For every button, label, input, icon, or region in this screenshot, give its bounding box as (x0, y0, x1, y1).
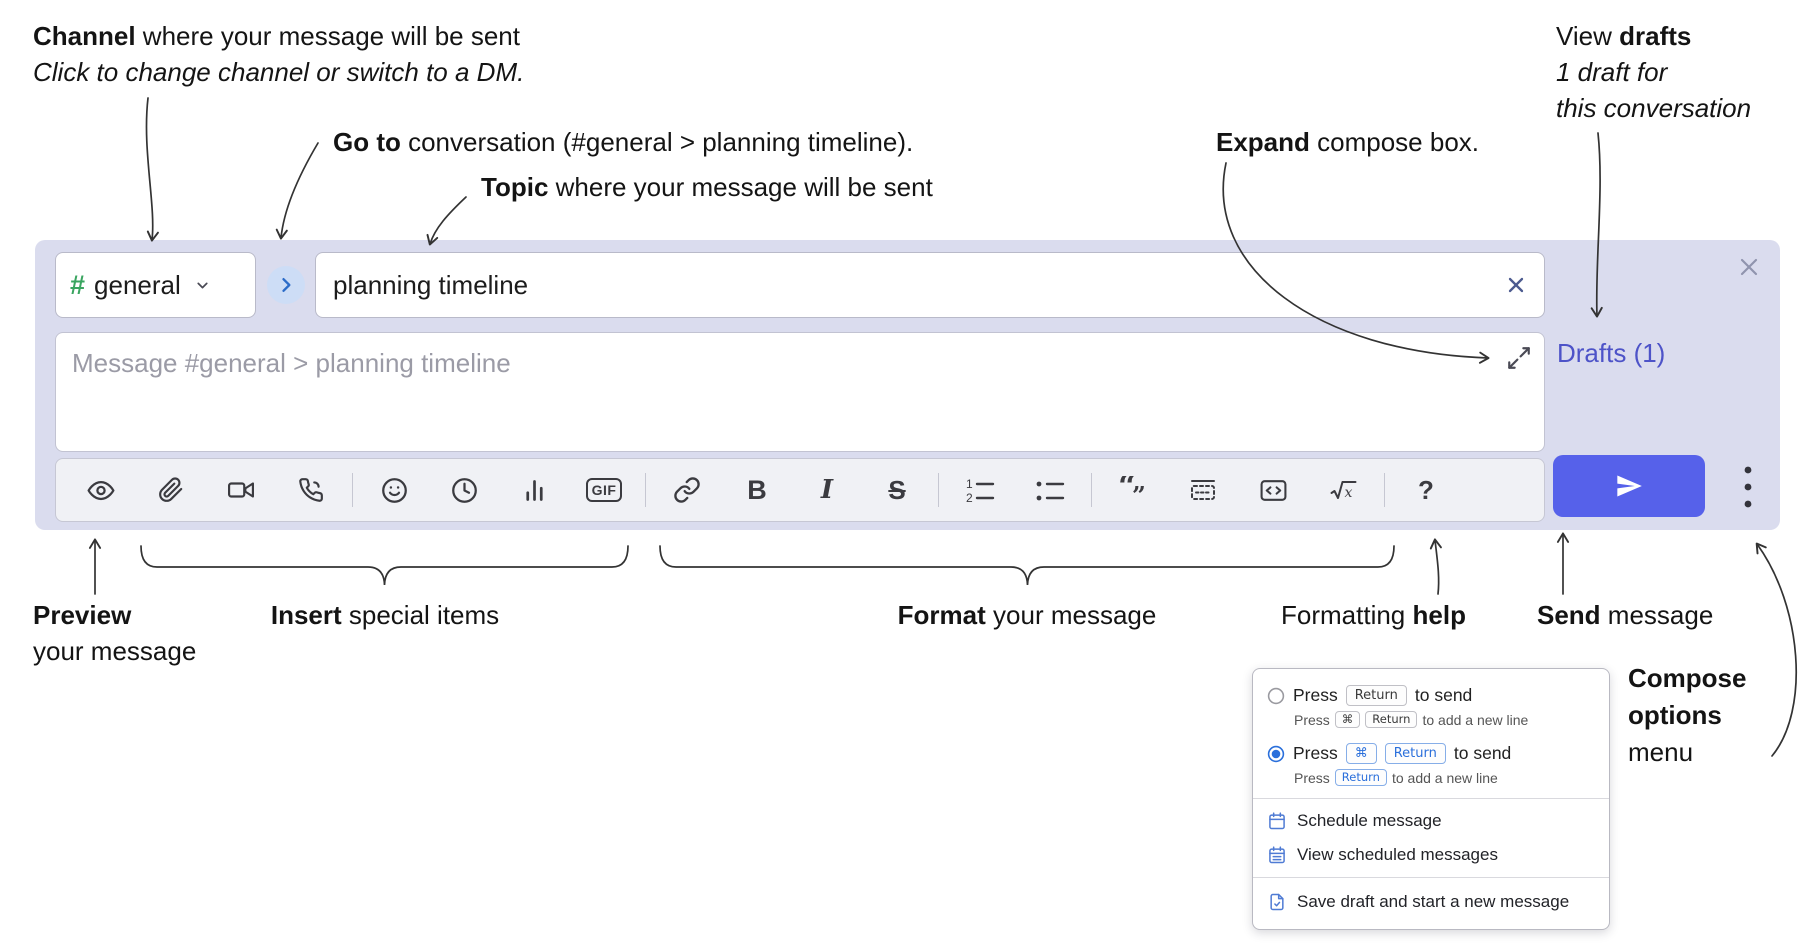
toolbar-divider (645, 473, 646, 507)
expand-icon (1506, 345, 1532, 371)
attach-file-icon[interactable] (152, 469, 190, 511)
calendar-list-icon (1267, 845, 1287, 865)
radio-selected-icon (1267, 745, 1285, 763)
toolbar-divider (938, 473, 939, 507)
expand-compose-button[interactable] (1504, 343, 1534, 373)
annotation-channel-bold: Channel (33, 21, 136, 51)
menu-divider (1253, 798, 1609, 799)
annotation-send: Send message (1537, 600, 1714, 630)
annotation-insert: Insert special items (270, 600, 500, 630)
quote-icon[interactable]: “” (1114, 469, 1152, 511)
annotation-expand: Expand compose box. (1216, 127, 1480, 157)
arrow-goto (275, 142, 319, 240)
cmd-key: ⌘ (1345, 743, 1377, 764)
chevron-down-icon (194, 277, 211, 294)
close-icon (1737, 255, 1761, 279)
global-time-icon[interactable] (445, 469, 483, 511)
arrow-channel (145, 97, 159, 242)
svg-text:2: 2 (966, 491, 973, 504)
topic-field-wrap (315, 252, 1545, 318)
goto-conversation-button[interactable] (267, 266, 305, 304)
math-icon[interactable]: x (1324, 469, 1362, 511)
close-icon (1504, 273, 1528, 297)
compose-box: # general (35, 240, 1780, 530)
strikethrough-icon[interactable]: S (878, 469, 916, 511)
preview-eye-icon[interactable] (82, 469, 120, 511)
link-icon[interactable] (668, 469, 706, 511)
send-button[interactable] (1553, 455, 1705, 517)
channel-name: general (94, 269, 181, 300)
gif-icon[interactable]: GIF (585, 469, 623, 511)
send-on-return-option[interactable]: Press Return to send Press ⌘ Return to a… (1253, 677, 1609, 735)
italic-icon[interactable]: I (808, 469, 846, 511)
return-key: Return (1345, 685, 1407, 706)
save-draft-new-message-item[interactable]: Save draft and start a new message (1253, 883, 1609, 921)
send-on-cmd-return-option[interactable]: Press ⌘ Return to send Press Return to a… (1253, 735, 1609, 793)
send-icon (1615, 472, 1643, 500)
svg-text:“: “ (1118, 476, 1136, 504)
annotation-compose-options: Compose options menu (1628, 663, 1747, 767)
bulleted-list-icon[interactable] (1031, 469, 1069, 511)
topic-input[interactable] (316, 253, 1497, 317)
video-call-icon[interactable] (222, 469, 260, 511)
clear-topic-button[interactable] (1500, 269, 1532, 301)
formatting-help-icon[interactable]: ? (1407, 469, 1445, 511)
calendar-icon (1267, 811, 1287, 831)
bold-icon[interactable]: B (738, 469, 776, 511)
poll-icon[interactable] (515, 469, 553, 511)
compose-options-menu: Press Return to send Press ⌘ Return to a… (1252, 668, 1610, 930)
toolbar-divider (352, 473, 353, 507)
schedule-message-item[interactable]: Schedule message (1253, 804, 1609, 838)
svg-text:x: x (1344, 485, 1352, 501)
channel-selector[interactable]: # general (55, 252, 256, 318)
brace-insert (140, 545, 629, 586)
channel-hash-icon: # (70, 269, 86, 300)
annotation-view-drafts: View drafts 1 draft for this conversatio… (1556, 21, 1752, 123)
brace-format (659, 545, 1395, 586)
voice-call-icon[interactable] (292, 469, 330, 511)
save-draft-icon (1267, 892, 1287, 912)
svg-text:1: 1 (966, 477, 973, 491)
annotation-topic: Topic where your message will be sent (481, 172, 933, 202)
radio-unselected-icon (1267, 687, 1285, 705)
annotation-goto: Go to conversation (#general > planning … (333, 127, 914, 157)
toolbar-divider (1091, 473, 1092, 507)
code-icon[interactable] (1254, 469, 1292, 511)
return-key: Return (1365, 711, 1418, 728)
message-input[interactable] (56, 333, 1490, 436)
cmd-key: ⌘ (1334, 711, 1361, 728)
drafts-link[interactable]: Drafts (1) (1557, 338, 1666, 368)
annotation-format: Format your message (897, 600, 1157, 630)
annotation-channel: Channel where your message will be sent … (33, 18, 524, 90)
annotation-channel-line2: Click to change channel or switch to a D… (33, 57, 525, 87)
menu-divider (1253, 877, 1609, 878)
toolbar-divider (1384, 473, 1385, 507)
emoji-icon[interactable] (375, 469, 413, 511)
view-scheduled-messages-item[interactable]: View scheduled messages (1253, 838, 1609, 872)
annotation-formatting-help: Formatting help (1281, 600, 1466, 630)
message-box (55, 332, 1545, 452)
return-key: Return (1334, 769, 1387, 786)
spoiler-icon[interactable] (1184, 469, 1222, 511)
arrow-help (1429, 538, 1442, 595)
arrow-topic (426, 196, 467, 246)
close-compose-button[interactable] (1736, 254, 1762, 280)
svg-text:”: ” (1132, 481, 1146, 504)
annotation-preview: Preview your message (33, 600, 197, 666)
arrow-compose-options (1755, 542, 1798, 757)
annotation-channel-rest: where your message will be sent (135, 21, 520, 51)
chevron-right-icon (276, 275, 296, 295)
ellipsis-vertical-icon (1743, 465, 1753, 509)
return-key: Return (1384, 743, 1446, 764)
compose-options-button[interactable] (1727, 458, 1769, 516)
